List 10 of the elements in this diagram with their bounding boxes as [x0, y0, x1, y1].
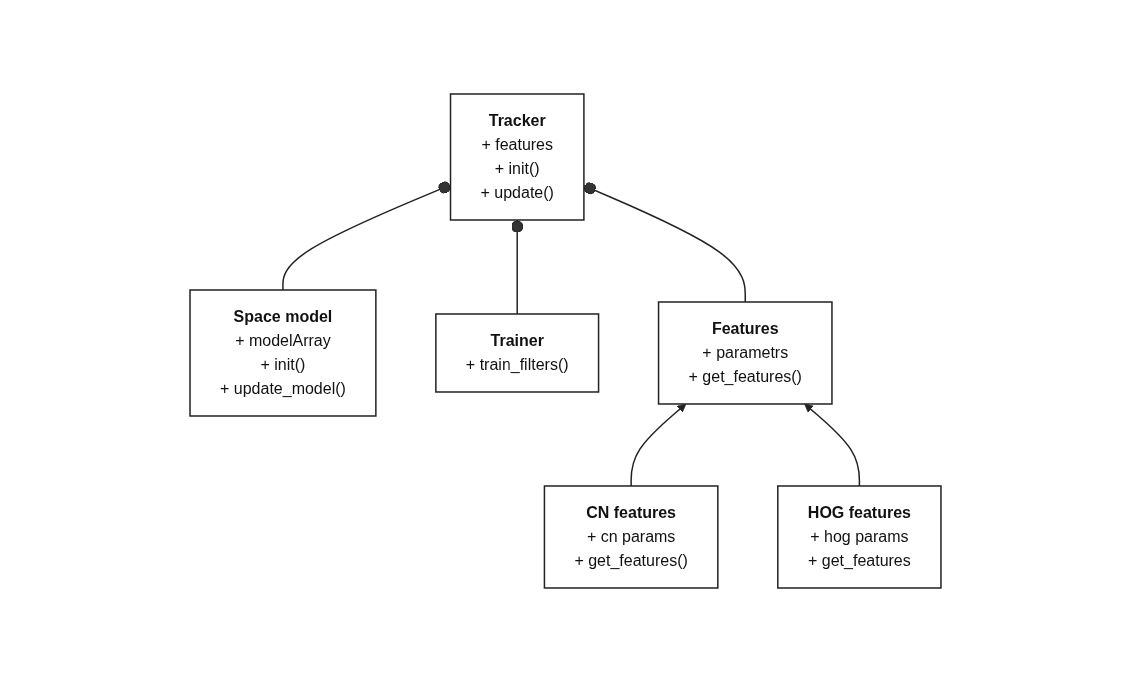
arrow — [803, 403, 860, 487]
arrow — [629, 403, 686, 487]
node-box: CN features + cn params + get_features() — [543, 485, 719, 589]
node-box: Trainer + train_filters() — [434, 313, 599, 393]
connector — [281, 181, 451, 291]
node-box: Features + parametrs + get_features() — [657, 301, 833, 405]
node-box: HOG features + hog params + get_features — [776, 485, 942, 589]
node-box: Space model + modelArray + init() + update_model() — [188, 289, 377, 417]
node-box: Tracker + features + init() + update() — [449, 93, 585, 221]
connector — [510, 219, 523, 315]
